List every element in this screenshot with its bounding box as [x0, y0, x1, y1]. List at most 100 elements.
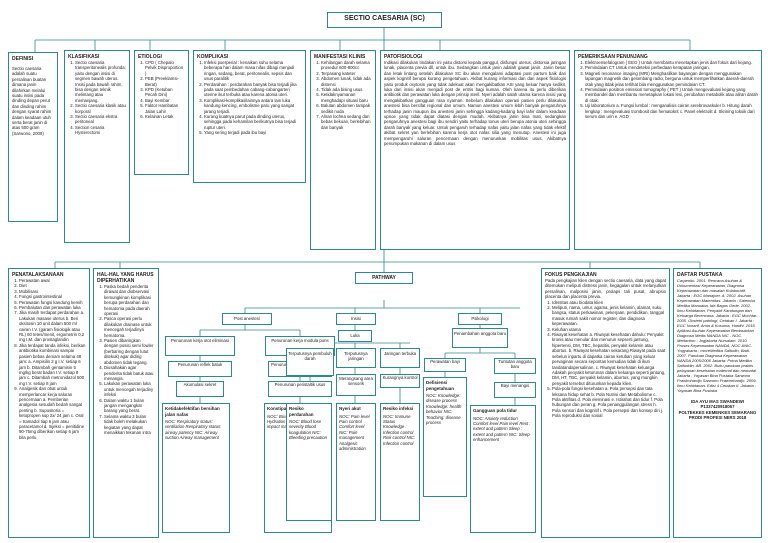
- defisiensi-noc: NOC: Knowledge: disease process Knowledg…: [426, 393, 462, 426]
- diagnosis-defisiensi: Defisiensi pengetahuan NOC: Knowledge: d…: [423, 377, 467, 497]
- etiologi-item: Kelainan Letak: [145, 114, 185, 119]
- infeksi-title: Resiko infeksi: [383, 406, 414, 411]
- hal-list: Paska bedah penderita dirawat dan diobse…: [97, 284, 155, 435]
- author-nim: P1337420918067: [700, 404, 735, 410]
- patofisiologi-text: Indikasi dilakukan tindakan ini yaitu di…: [384, 60, 567, 147]
- penunjang-item: Uji laboratorium a. Fungsi lumbal : meng…: [585, 103, 758, 119]
- etiologi-heading: ETIOLOGI: [138, 54, 162, 60]
- penunjang-item: Magneti resonance imaging (MRI) Menghasi…: [585, 71, 758, 87]
- penunjang-item: Elektroensefalogram ( EEG ) Untuk memban…: [585, 60, 758, 65]
- peristaltik-node: Penurunan peristaltik usus: [268, 381, 332, 397]
- bayi-menangis-node: Bayi menangis: [494, 382, 536, 398]
- penambahan-node: Penambahan anggota baru: [452, 328, 508, 348]
- manifestasi-item: Tidak ada bising usus: [321, 87, 372, 92]
- penatalaksanaan-item: Fungsi gastrointestinal: [19, 294, 86, 299]
- fokus-item: Pola-pola fungsi kesehatan a. Pola perse…: [552, 386, 666, 418]
- fokus-box: FOKUS PENGKAJIAN Pada pengkajian klien d…: [541, 268, 670, 538]
- kerja-otot-node: Penurunan kerja otot eliminasi: [165, 336, 235, 356]
- pustaka-heading: DAFTAR PUSTAKA: [677, 272, 723, 278]
- defisiensi-title: Defisiensi pengetahuan: [426, 380, 455, 391]
- page-title: SECTIO CAESARIA (SC): [327, 12, 442, 28]
- konstipasi-title: Konstipasi: [267, 406, 291, 411]
- diagnosis-gangguan: Gangguan pola tidur NOC: Anxiety reducti…: [470, 405, 536, 533]
- patofisiologi-box: PATOFISIOLOGI Indikasi dilakukan tindaka…: [380, 50, 570, 250]
- kurangnya-kontrol-node: Kurangnya kontrol: [380, 374, 420, 388]
- penunjang-item: Pemindaian CT Untuk mendeteksi perbedaan…: [585, 65, 758, 70]
- psikologi-node: Psikologi: [458, 313, 502, 325]
- komplikasi-item: Yang sering terjadi pada ibu bayi: [204, 130, 302, 135]
- manifestasi-item: Aliran lochea sedang dan bebas bekuan, b…: [321, 114, 372, 130]
- school-name: POLTEKKES KEMENKES SEMARANG: [678, 409, 757, 415]
- hal-item: Diusahakan agar penderita tidak batuk at…: [104, 365, 155, 381]
- definisi-box: DEFINISI Sectio caesaria adalah suatu pe…: [8, 52, 58, 222]
- akumulasi-node: Akumulasi sekret: [176, 381, 224, 397]
- komplikasi-item: Perdarahan : perdarahan banyak bisa terj…: [204, 82, 302, 98]
- penatalaksanaan-item: Mobilisasi: [19, 289, 86, 294]
- pustaka-text: Carpenito. 2001. Rencana Asuhan & Dokume…: [677, 278, 758, 393]
- etiologi-box: ETIOLOGI CPD ( Chepalo Pelvik Disproport…: [134, 50, 189, 175]
- penatalaksanaan-item: Analgesik dan obat untuk memperlancar ke…: [19, 386, 86, 440]
- diagnosis-resiko-perdarahan: Resiko perdarahan NOC: Blood lose severi…: [286, 403, 332, 521]
- fokus-heading: FOKUS PENGKAJIAN: [545, 272, 597, 278]
- diagnosis-infeksi: Resiko infeksi NOC: Immune Status Knowle…: [380, 403, 420, 521]
- hal-heading: HAL-HAL YANG HARUS DIPERHATIKAN: [97, 272, 154, 284]
- hal-item: Pasien dibaringkan dengan posisi semi fo…: [104, 338, 155, 365]
- penatalaksanaan-box: PENATALAKSANAAN Perawatan awalDietMobili…: [8, 268, 90, 538]
- penatalaksanaan-item: Perawatan fungsi kandung kemih: [19, 300, 86, 305]
- hal-item: Paska bedah penderita dirawat dan diobse…: [104, 284, 155, 316]
- resiko-noc: NOC: Blood lose severity Blood koagulati…: [289, 419, 327, 441]
- insisi-node: Insisi: [336, 313, 376, 325]
- reflek-batuk-node: Penurunan reflek batuk: [168, 361, 232, 377]
- penatalaksanaan-item: Jika masih terdapat perdarahan a. Lakuka…: [19, 310, 86, 342]
- komplikasi-box: KOMPLIKASI Infeksi puerperial : kenaikan…: [193, 50, 306, 183]
- definisi-heading: DEFINISI: [12, 56, 34, 62]
- patofisiologi-heading: PATOFISIOLOGI: [384, 54, 423, 60]
- tuntutan-node: Tuntutan anggota baru: [494, 358, 536, 374]
- etiologi-item: PEB (Preeklamsi-Berat): [145, 76, 185, 87]
- fokus-item: Keluhan utama: [552, 327, 666, 332]
- etiologi-item: Faktor Hambatan Jalan Lahir: [145, 103, 185, 114]
- fokus-item: Identitas atau biodata klien: [552, 300, 666, 305]
- komplikasi-list: Infeksi puerperial : kenaikan suhu selam…: [197, 60, 302, 136]
- jaringan-terbuka-node: Jaringan terbuka: [380, 348, 420, 368]
- etiologi-item: CPD ( Chepalo Pelvik Disproportion ): [145, 60, 185, 76]
- penunjang-heading: PEMERIKSAAN PENUNJANG: [578, 54, 648, 60]
- manifestasi-item: Abdomen lunak, tidak ada distensi: [321, 76, 372, 87]
- bersihan-noc: NOC: Respiratory status: ventilation Res…: [165, 419, 222, 441]
- author-name: IDA AYU MAS SWANDEWI: [691, 399, 744, 404]
- hal-item: Lakukan perawatan luka untuk mencegah te…: [104, 381, 155, 397]
- penatalaksanaan-item: Diet: [19, 283, 86, 288]
- klasifikasi-box: KLASIFIKASI Sectio caesaria transperiton…: [64, 50, 130, 243]
- penatalaksanaan-item: Jika terdapat tanda infeksi, berikan ant…: [19, 343, 86, 386]
- komplikasi-item: Komplikasi-komplikasilainnya antara lain…: [204, 98, 302, 114]
- manifestasi-item: Balutan abdomen tampak sedikit noda: [321, 103, 372, 114]
- manifestasi-list: Kehilangan darah selama prosedur 600-800…: [314, 60, 372, 130]
- gangguan-noc: NOC: Anxiety reduction Comfort level Pai…: [473, 415, 531, 443]
- resiko-title: Resiko perdarahan: [289, 406, 314, 417]
- manifestasi-box: MANIFESTASI KLINIS Kehilangan darah sela…: [310, 50, 376, 250]
- prodi-name: PRODI PROFESI NERS 2018: [688, 415, 747, 421]
- penatalaksanaan-item: Perawatan awal: [19, 278, 86, 283]
- manifestasi-item: Terpasang kateter: [321, 71, 372, 76]
- klasifikasi-item: Section cesaria Hysterectomi: [75, 125, 126, 136]
- bersihan-title: Ketidakefektifan bersihan jalan nafas: [165, 406, 220, 417]
- diagnosis-bersihan: Ketidakefektifan bersihan jalan nafas NO…: [162, 403, 230, 533]
- terputusnya-pembuluh-node: Terputusnya pembuluh darah: [286, 348, 334, 376]
- klasifikasi-list: Sectio caesaria transperitonealis profun…: [68, 60, 126, 136]
- penunjang-box: PEMERIKSAAN PENUNJANG Elektroensefalogra…: [574, 50, 762, 250]
- diagnosis-nyeri: Nyeri akut NOC: Pain level Pain control …: [336, 403, 376, 521]
- komplikasi-heading: KOMPLIKASI: [197, 54, 229, 60]
- fokus-text: Pada pengkajian klien dengan sectio caes…: [545, 278, 666, 300]
- penunjang-item: Pemindaian positron emission tomography …: [585, 87, 758, 103]
- fokus-list: Identitas atau biodata klienMeliputi, na…: [545, 300, 666, 419]
- nyeri-title: Nyeri akut: [339, 406, 361, 411]
- nyeri-noc: NOC: Pain level Pain control Comfort lev…: [339, 413, 370, 451]
- hal-item: Dalam waktu 1 bulan jangan mengangkat ba…: [104, 398, 155, 414]
- definisi-text: Sectio caesaria adalah suatu persalinan …: [12, 66, 52, 136]
- etiologi-item: KPD (Ketuban Pecah Dini): [145, 87, 185, 98]
- penatalaksanaan-heading: PENATALAKSANAAN: [12, 272, 64, 278]
- gangguan-title: Gangguan pola tidur: [473, 408, 517, 413]
- luka-node: Luka: [338, 330, 372, 342]
- terputusnya-jaringan-node: Terputusnya jaringan: [336, 348, 376, 368]
- hal-item: Selama waktu 3 bulan tidak boleh melakuk…: [104, 414, 155, 436]
